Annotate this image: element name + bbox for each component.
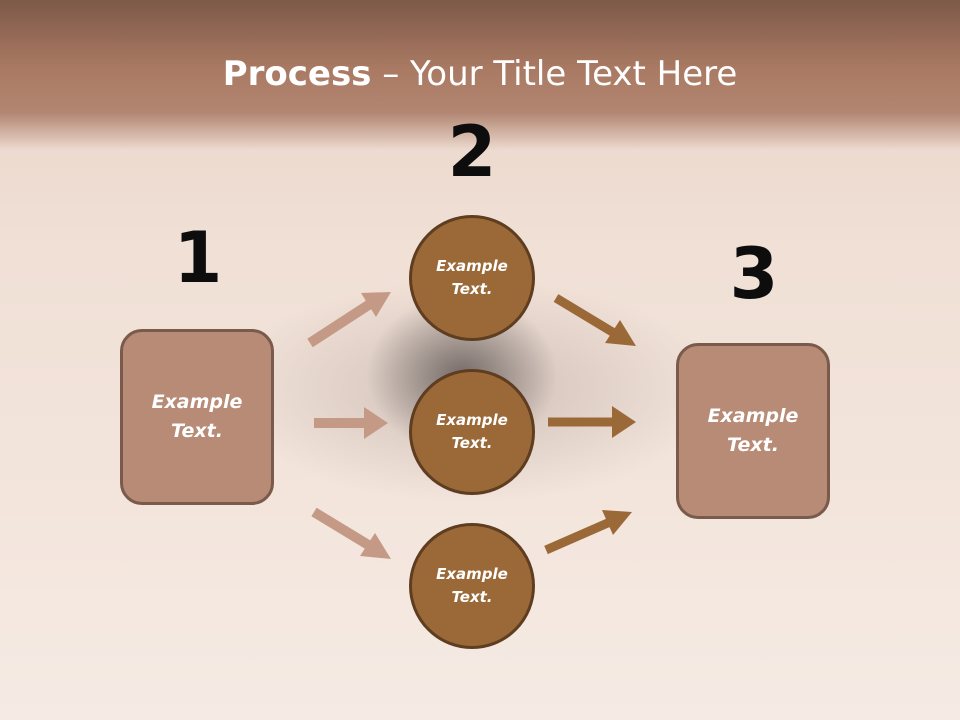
step-1-text-line1: Example [151,391,243,413]
arrow-right-up [544,510,632,555]
arrow-left-down [311,507,391,559]
step-1-text-line2: Text. [171,420,223,442]
step-2-circle-bottom: Example Text. [409,523,535,649]
arrow-left-middle [314,407,388,439]
circle-top-line2: Text. [451,280,493,298]
slide-title: Process – Your Title Text Here [0,52,960,96]
step-3-text-line1: Example [707,405,799,427]
arrow-left-up [307,292,391,348]
circle-middle-line1: Example [436,411,508,429]
arrow-right-down [553,294,636,346]
circle-bottom-line2: Text. [451,588,493,606]
step-3-box: Example Text. [676,343,830,519]
step-3-text: Example Text. [679,402,827,460]
step-3-text-line2: Text. [727,434,779,456]
step-2-circle-top: Example Text. [409,215,535,341]
step-number-2: 2 [447,111,497,193]
arrow-right-middle [548,406,636,438]
step-number-1: 1 [173,217,223,299]
step-1-text: Example Text. [123,388,271,446]
step-number-3: 3 [729,233,779,315]
title-rest: – Your Title Text Here [371,54,738,94]
circle-top-line1: Example [436,257,508,275]
step-2-circle-middle: Example Text. [409,369,535,495]
title-bold: Process [222,54,372,94]
circle-top-text: Example Text. [412,255,532,301]
circle-middle-text: Example Text. [412,409,532,455]
circle-bottom-line1: Example [436,565,508,583]
step-1-box: Example Text. [120,329,274,505]
circle-bottom-text: Example Text. [412,563,532,609]
header-band [0,0,960,150]
circle-middle-line2: Text. [451,434,493,452]
